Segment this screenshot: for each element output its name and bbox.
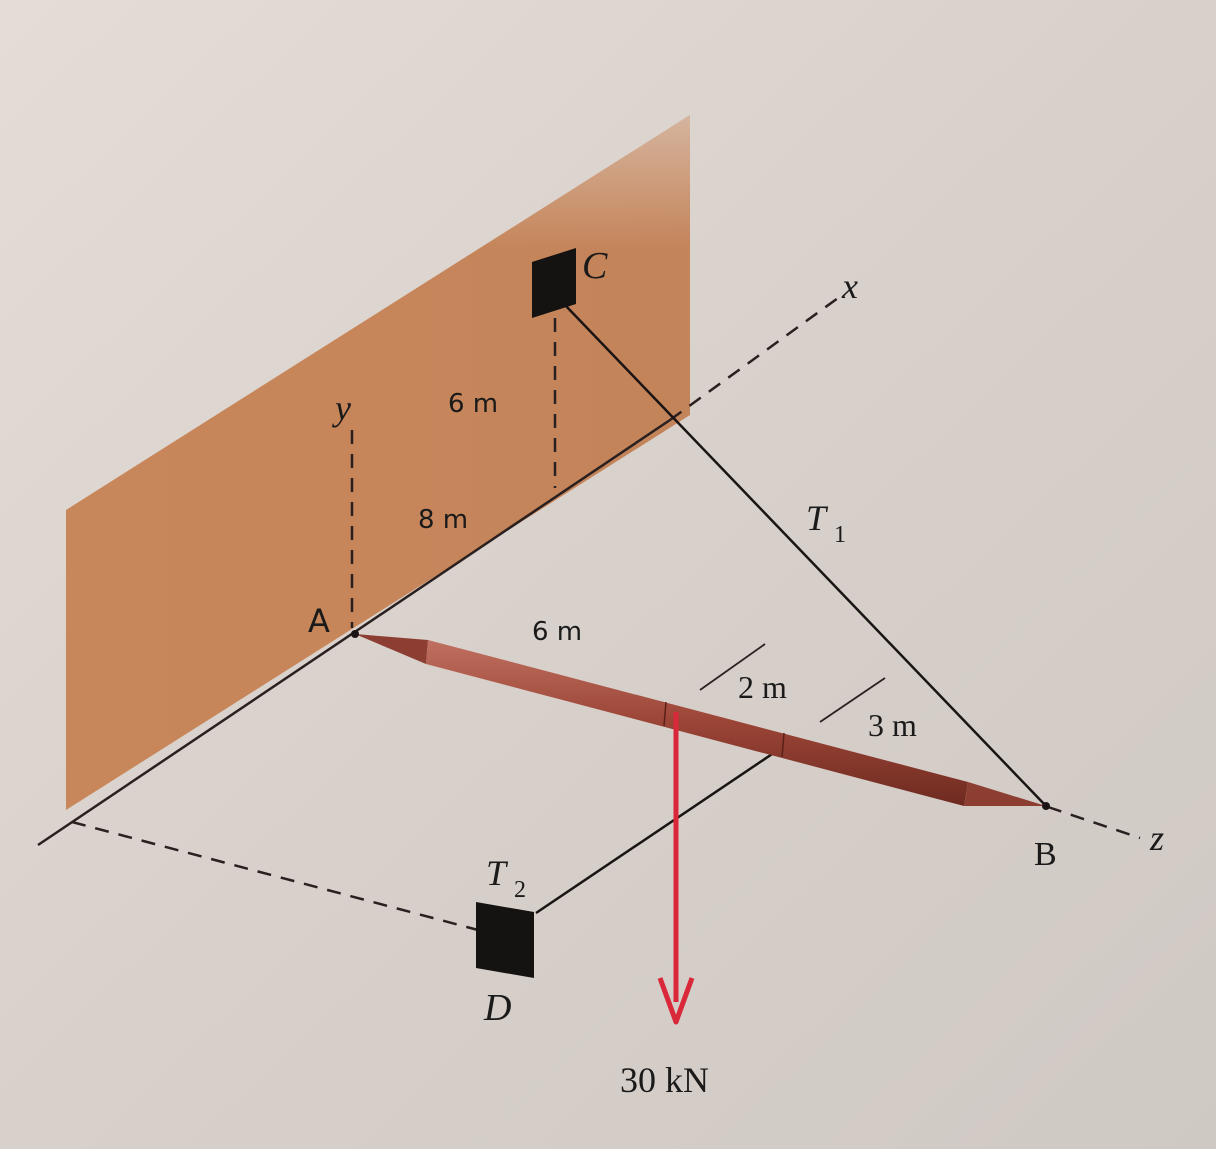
- label-dim-3m: 3 m: [868, 707, 917, 743]
- point-a-marker: [351, 630, 359, 638]
- label-dim-6m-height: 6 m: [448, 389, 498, 419]
- dim-tick-2: [819, 677, 886, 723]
- label-load: 30 kN: [620, 1060, 709, 1100]
- label-axis-z: z: [1149, 818, 1164, 858]
- bar-ab: [355, 634, 1046, 806]
- load-arrow: [657, 712, 695, 1025]
- point-b-marker: [1042, 802, 1050, 810]
- label-axis-y: y: [332, 388, 351, 428]
- label-point-c: C: [582, 245, 608, 287]
- wall-haze: [66, 115, 690, 650]
- anchor-c: [532, 248, 576, 318]
- z-axis: [1047, 805, 1141, 840]
- label-tension-t1: T 1: [806, 498, 846, 548]
- label-dim-2m: 2 m: [738, 669, 787, 705]
- svg-text:T: T: [806, 498, 829, 538]
- label-axis-x: x: [841, 266, 858, 306]
- label-dim-6m-bar: 6 m: [532, 617, 582, 647]
- dim-tick-1: [699, 643, 766, 691]
- cable-t1: [564, 304, 1047, 807]
- label-tension-t2: T 2: [486, 853, 526, 903]
- label-point-b: B: [1034, 836, 1057, 873]
- label-point-d: D: [483, 987, 511, 1029]
- label-point-a: A: [308, 602, 330, 640]
- label-dim-8m: 8 m: [418, 505, 468, 535]
- svg-text:1: 1: [834, 522, 846, 548]
- anchor-d: [476, 902, 534, 978]
- svg-text:T: T: [486, 853, 509, 893]
- cable-t2: [535, 744, 785, 915]
- x-axis: [669, 296, 839, 422]
- svg-text:2: 2: [514, 877, 526, 903]
